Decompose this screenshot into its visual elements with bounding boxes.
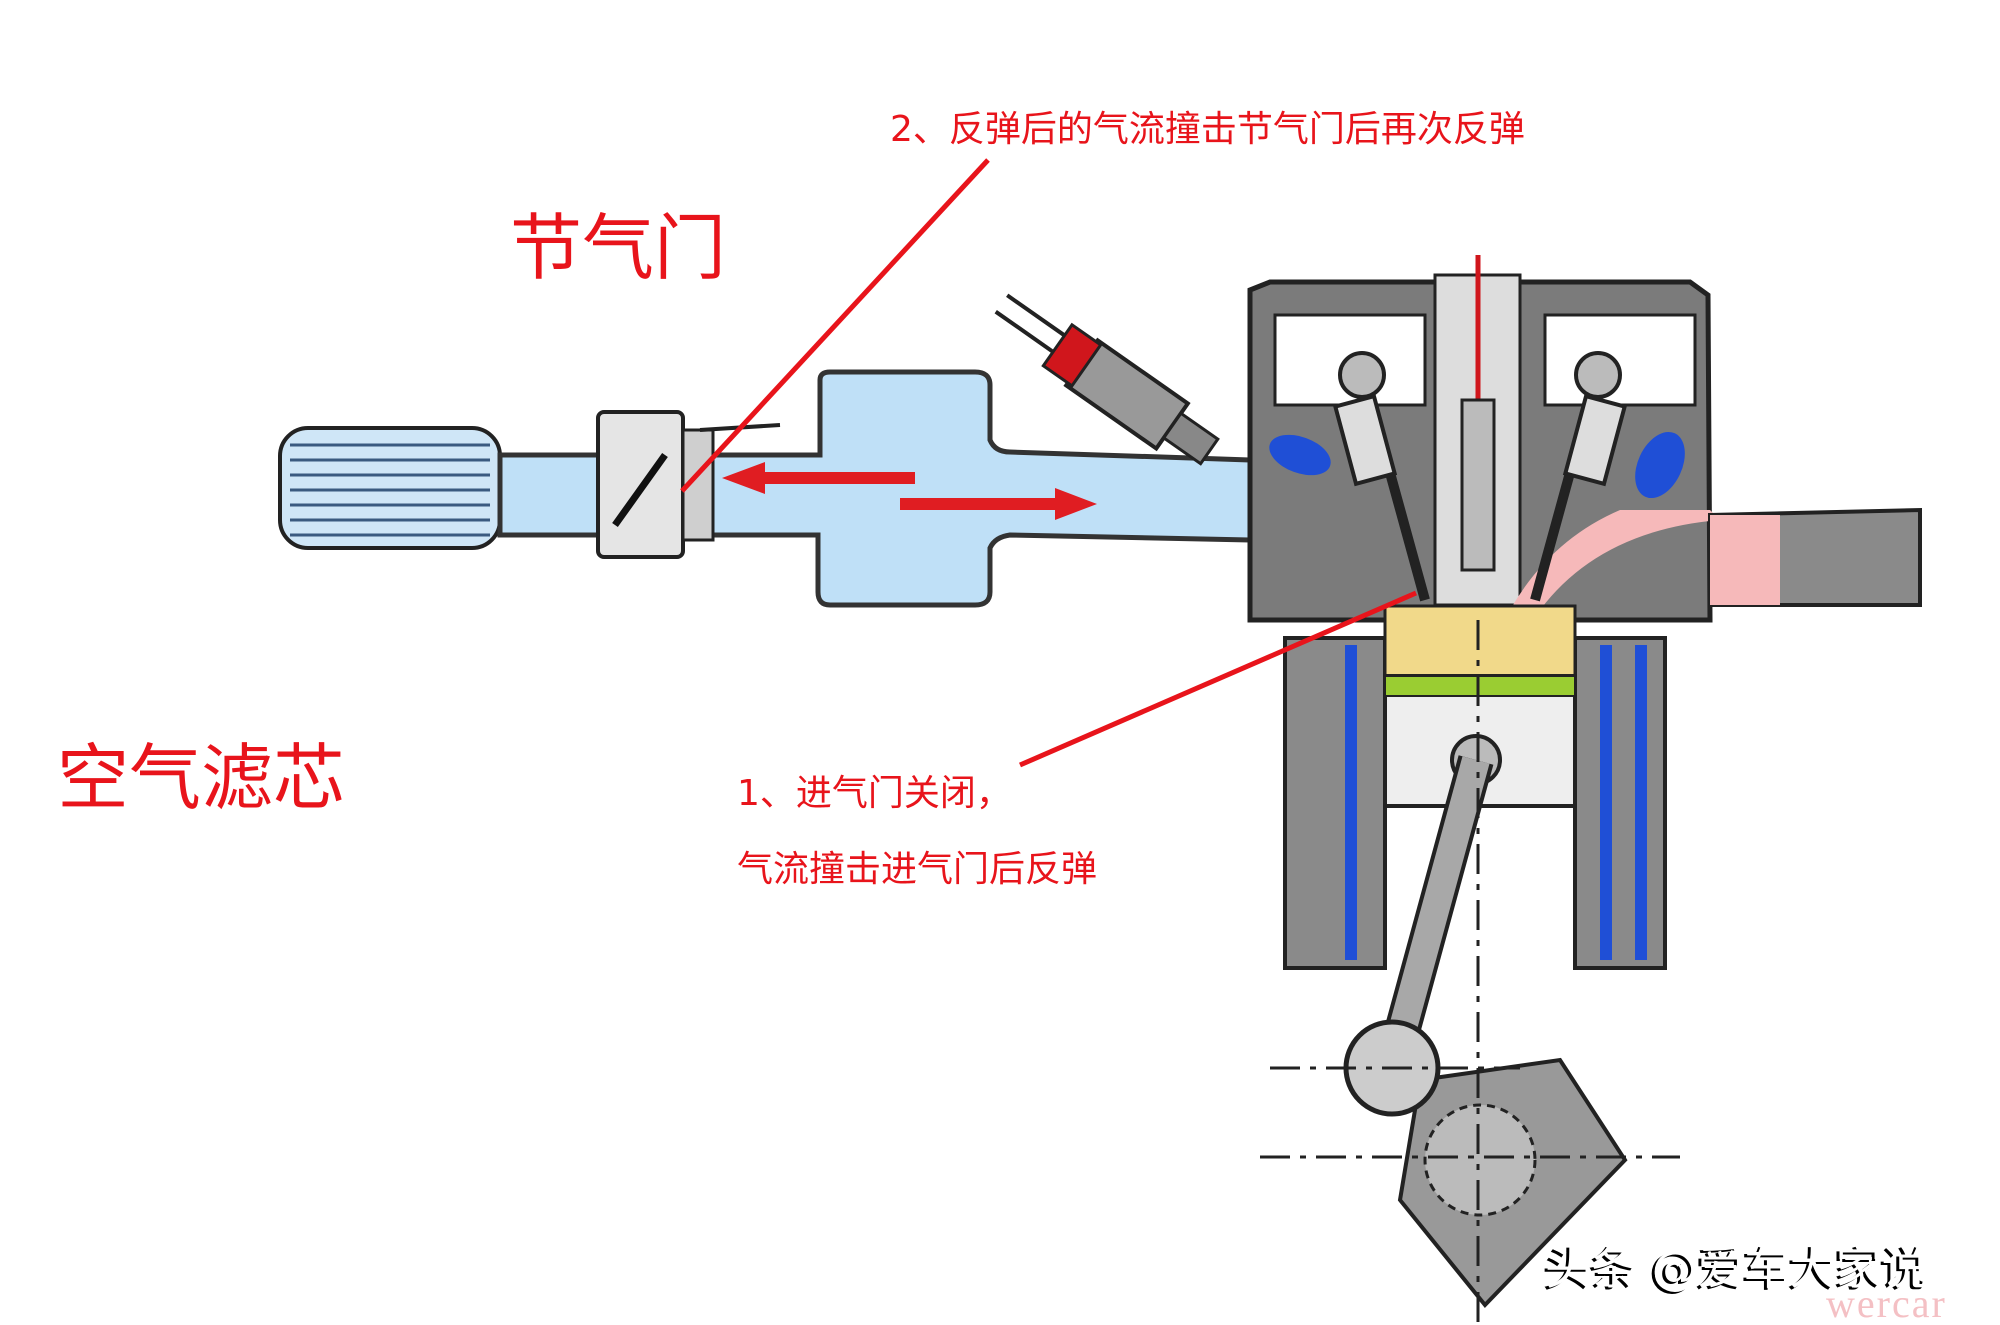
label-air-filter: 空气滤芯 [57, 736, 346, 820]
watermark-sub: wercar [1826, 1281, 1947, 1325]
valves [1332, 393, 1628, 602]
label-throttle: 节气门 [510, 206, 727, 290]
flow-arrows [722, 462, 1097, 520]
leader-line-1 [1019, 590, 1417, 768]
air-filter [278, 426, 502, 550]
leader-line-2 [680, 158, 990, 493]
spark-plug [1460, 255, 1496, 572]
watermark: 头条 @爱车大家说 [1545, 1241, 1928, 1295]
cylinder-block [1283, 604, 1667, 970]
annotation-rebound-throttle: 2、反弹后的气流撞击节气门后再次反弹 [890, 109, 1525, 150]
fuel-injector [994, 293, 1220, 466]
annotation-valve-closed-line1: 1、进气门关闭， [737, 773, 1012, 814]
annotation-valve-closed-line2: 气流撞击进气门后反弹 [737, 849, 1098, 890]
centerlines [1260, 620, 1680, 1325]
throttle-body [596, 410, 781, 559]
